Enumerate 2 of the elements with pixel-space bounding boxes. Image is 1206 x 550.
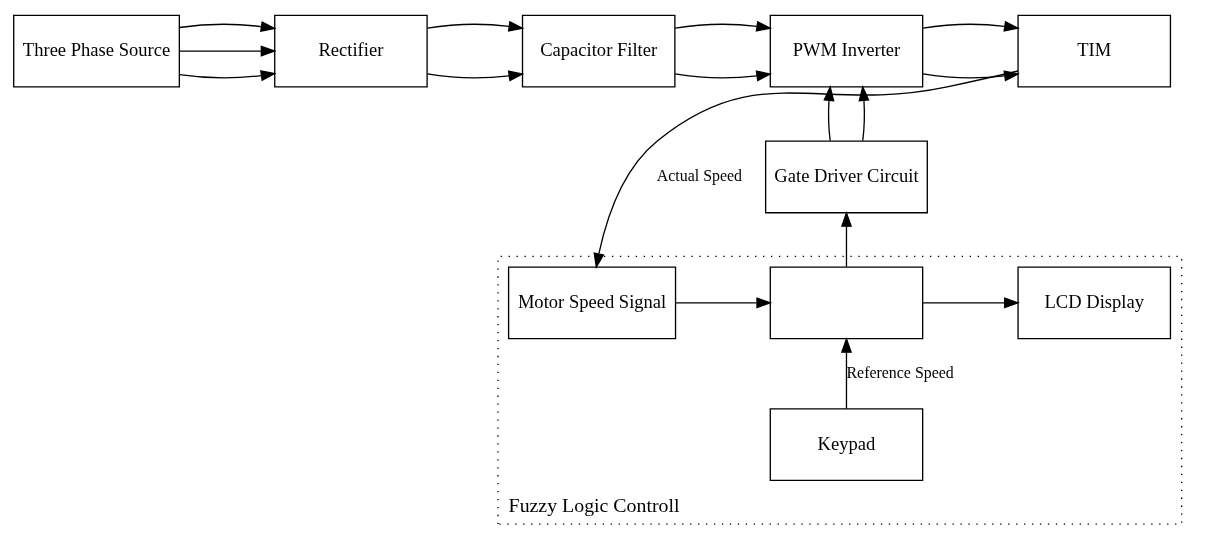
edge-label: Reference Speed <box>846 363 954 381</box>
edge-label: Actual Speed <box>656 167 742 185</box>
